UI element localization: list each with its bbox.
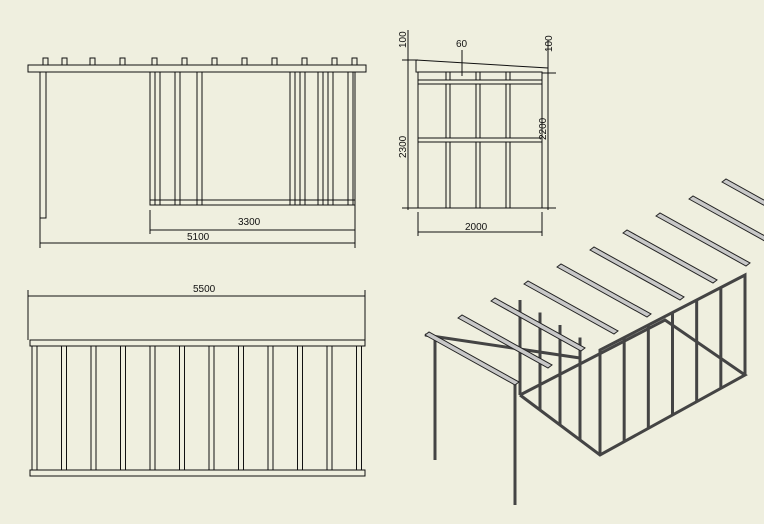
stud — [299, 71, 306, 206]
dim-3300: 3300 — [238, 217, 261, 228]
stud — [327, 71, 334, 206]
rafter-end — [301, 57, 308, 66]
iso-rafter — [721, 178, 764, 206]
stud — [174, 71, 181, 206]
iso-rafter — [589, 246, 685, 301]
stud — [196, 71, 203, 206]
iso-rafter — [424, 331, 520, 386]
rafter — [326, 345, 333, 471]
rafter-end — [241, 57, 248, 66]
rail — [417, 137, 543, 143]
stud — [317, 71, 324, 206]
rafter — [356, 345, 362, 471]
iso-rafter — [457, 314, 553, 369]
dim-5100: 5100 — [187, 232, 210, 243]
rafter — [120, 345, 126, 471]
dim-2300: 2300 — [398, 135, 409, 158]
rafter-end — [42, 57, 49, 66]
iso-rafter — [622, 229, 718, 284]
side-view: 100 60 100 2300 2200 2000 — [398, 30, 556, 236]
rail — [417, 79, 543, 85]
rafter — [179, 345, 185, 471]
rafter-end — [151, 57, 158, 66]
front-beam — [424, 333, 581, 360]
rafter — [238, 345, 244, 471]
rafter-end — [119, 57, 126, 66]
iso-rafter — [688, 195, 764, 242]
isometric-view — [424, 178, 764, 505]
rafter — [61, 345, 67, 471]
rafter-end — [89, 57, 96, 66]
rafter — [267, 345, 274, 471]
rafter-end — [181, 57, 188, 66]
plan-view: 5500 — [27, 284, 366, 477]
dim-60: 60 — [456, 39, 468, 50]
rafter — [297, 345, 303, 471]
dim-100-left: 100 — [398, 31, 409, 48]
iso-rafter — [490, 297, 586, 352]
dim-2000: 2000 — [465, 222, 488, 233]
rafter — [208, 345, 215, 471]
rafter-end — [331, 57, 338, 66]
stud — [289, 71, 296, 206]
rafter-end — [211, 57, 218, 66]
iso-rafter — [655, 212, 751, 267]
front-view: 3300 5100 — [27, 57, 367, 248]
stud — [154, 71, 161, 206]
floor-frame — [519, 318, 748, 457]
dim-100-right: 100 — [544, 35, 555, 52]
rafter-end — [271, 57, 278, 66]
iso-rafter — [523, 280, 619, 335]
rafter — [149, 345, 156, 471]
rafter — [90, 345, 97, 471]
rafter-end — [61, 57, 68, 66]
dim-5500: 5500 — [193, 284, 216, 295]
iso-rafter — [556, 263, 652, 318]
stud — [347, 71, 354, 206]
rafter-end — [351, 57, 358, 66]
rafter — [31, 345, 38, 471]
dim-2200: 2200 — [538, 117, 549, 140]
